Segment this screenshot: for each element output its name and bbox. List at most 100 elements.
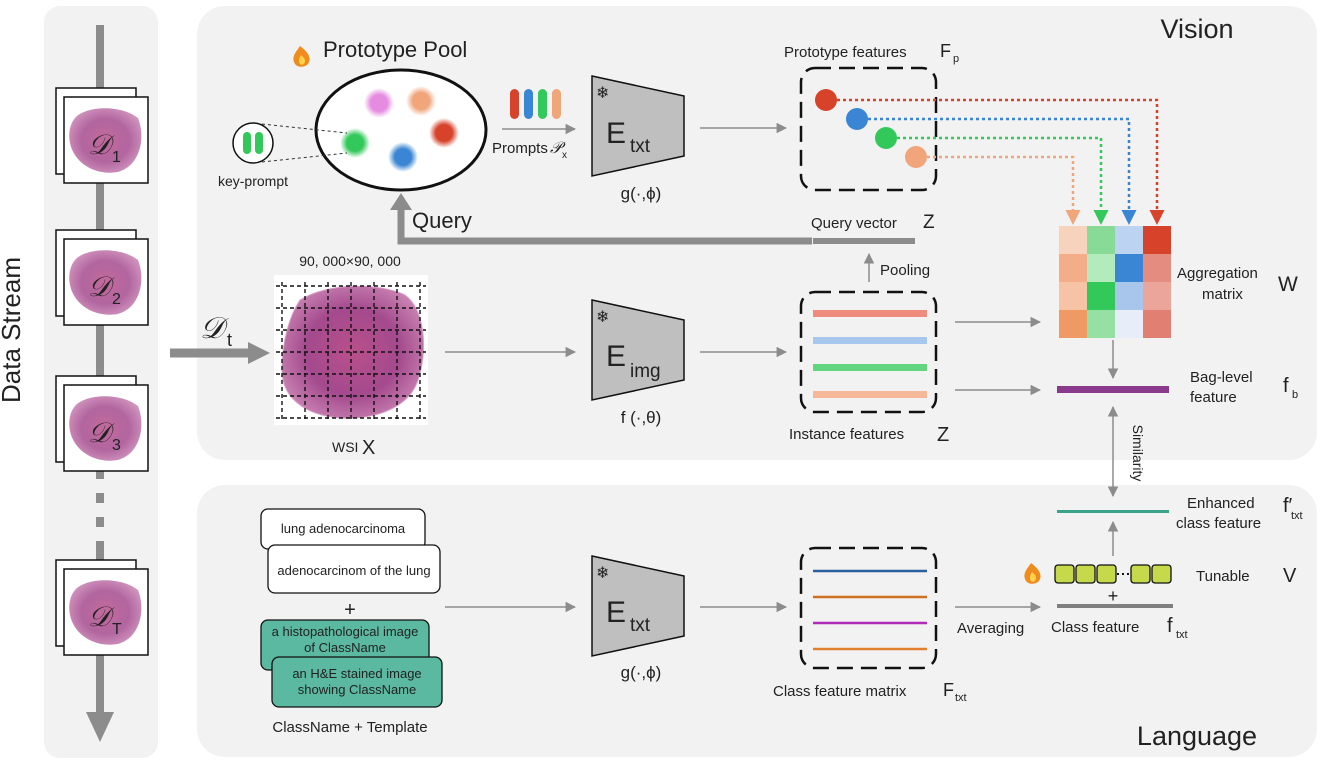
key-prompt-link	[261, 123, 348, 134]
template-text: a histopathological image	[272, 624, 419, 639]
frozen-icon: ❄	[596, 565, 609, 582]
fire-icon-core	[1029, 572, 1036, 582]
matrix-cell	[1087, 254, 1115, 282]
proto-features-sym: F	[940, 41, 951, 61]
bag-level-sub: b	[1292, 389, 1298, 401]
bag-level-label-2: feature	[1190, 389, 1237, 406]
aggregation-label-1: Aggregation	[1177, 265, 1258, 282]
encoder-func: g(·,ϕ)	[621, 184, 662, 203]
dataset-sub: 1	[112, 149, 121, 166]
data-stream-label: Data Stream	[0, 257, 26, 403]
proto-features-sub: p	[953, 53, 959, 65]
instance-features-box	[799, 290, 938, 414]
encoder-img-sub: img	[630, 361, 661, 382]
pooling-label: Pooling	[880, 262, 930, 279]
matrix-cell	[1143, 254, 1171, 282]
prototype-pink	[364, 88, 394, 118]
encoder-lang-main: E	[606, 596, 626, 629]
class-feature-sub: txt	[1176, 629, 1188, 641]
encoder-img-main: E	[606, 340, 626, 373]
matrix-cell	[1059, 254, 1087, 282]
text-encoder-vision	[591, 75, 685, 177]
tunable-cell	[1151, 564, 1172, 584]
template-text: adenocarcinom of the lung	[277, 563, 430, 578]
slide-tissue	[69, 396, 142, 461]
proto-features-label: Prototype features	[784, 44, 907, 61]
template-caption: ClassName + Template	[272, 719, 427, 736]
query-vector-bar	[813, 238, 915, 244]
class-feature-label: Class feature	[1051, 619, 1139, 636]
query-feedback-arrow	[397, 208, 812, 245]
tunable-label: Tunable	[1196, 568, 1250, 585]
matrix-cell	[1087, 226, 1115, 254]
key-prompt-circle	[232, 122, 274, 164]
key-prompt-label: key-prompt	[218, 173, 288, 189]
wsi-grid	[276, 282, 426, 420]
proto-features-box	[799, 66, 938, 192]
tunable-sym: V	[1283, 565, 1297, 587]
frozen-icon: ❄	[596, 85, 609, 102]
enhanced-sym: f′	[1283, 495, 1293, 517]
dataset-sub: 3	[112, 437, 121, 454]
prototype-green	[340, 128, 370, 158]
vision-label: Vision	[1160, 14, 1233, 44]
encoder-e-main: E	[606, 117, 626, 150]
prompt-bar-blue	[524, 89, 533, 119]
class-matrix-label: Class feature matrix	[773, 683, 907, 700]
similarity-label: Similarity	[1130, 425, 1146, 482]
plus-sign-2: +	[1108, 586, 1119, 606]
prompt-bar-green	[538, 89, 547, 119]
frozen-icon: ❄	[596, 309, 609, 326]
prompt-bar-orange	[552, 89, 561, 119]
tunable-cell	[1096, 564, 1117, 584]
dataset-sub: 2	[112, 291, 121, 308]
instance-feature-bar	[813, 364, 927, 371]
current-dataset-sub: t	[227, 330, 232, 350]
slide-tissue	[69, 250, 142, 315]
aggregation-matrix	[1059, 226, 1171, 338]
bag-level-bar	[1057, 386, 1169, 393]
tunable-cell	[1075, 564, 1096, 584]
dataset-sub: T	[112, 621, 122, 638]
class-matrix-sub: txt	[955, 692, 967, 704]
matrix-cell	[1115, 282, 1143, 310]
template-box-white	[267, 544, 441, 594]
prompts-label: Prompts	[492, 140, 548, 157]
enhanced-label-2: class feature	[1176, 515, 1261, 532]
query-vector-sym: Z	[923, 212, 935, 233]
aggregation-label-2: matrix	[1202, 286, 1243, 303]
class-matrix-sym: F	[943, 680, 954, 700]
instance-feature-bar	[813, 337, 927, 344]
prototype-orange	[406, 86, 436, 116]
matrix-cell	[1115, 254, 1143, 282]
slide-tissue	[69, 580, 142, 645]
aggregation-sym: W	[1278, 273, 1298, 296]
matrix-cell	[1059, 282, 1087, 310]
enhanced-sub: txt	[1291, 510, 1303, 522]
wsi-size: 90, 000×90, 000	[299, 253, 401, 269]
instance-feature-bar	[813, 310, 927, 317]
route-green	[897, 136, 1109, 225]
averaging-label: Averaging	[957, 620, 1024, 637]
prototype-blue	[388, 142, 418, 172]
template-text: lung adenocarcinoma	[281, 521, 406, 536]
bag-level-sym: f	[1283, 375, 1289, 397]
template-text: showing ClassName	[298, 682, 417, 697]
tunable-cell	[1054, 564, 1075, 584]
tunable-vector	[1054, 564, 1172, 584]
key-prompt-link	[261, 152, 348, 163]
route-blue	[868, 117, 1137, 225]
matrix-cell	[1143, 310, 1171, 338]
data-stream-arrow-head	[86, 712, 114, 742]
encoder-e-sub: txt	[630, 136, 651, 157]
prototype-pool	[314, 68, 488, 192]
fire-icon-core	[298, 55, 305, 65]
matrix-cell	[1087, 310, 1115, 338]
class-feature-bar	[1057, 604, 1173, 608]
matrix-cell	[1115, 310, 1143, 338]
prototype-pool-title: Prototype Pool	[323, 37, 467, 62]
